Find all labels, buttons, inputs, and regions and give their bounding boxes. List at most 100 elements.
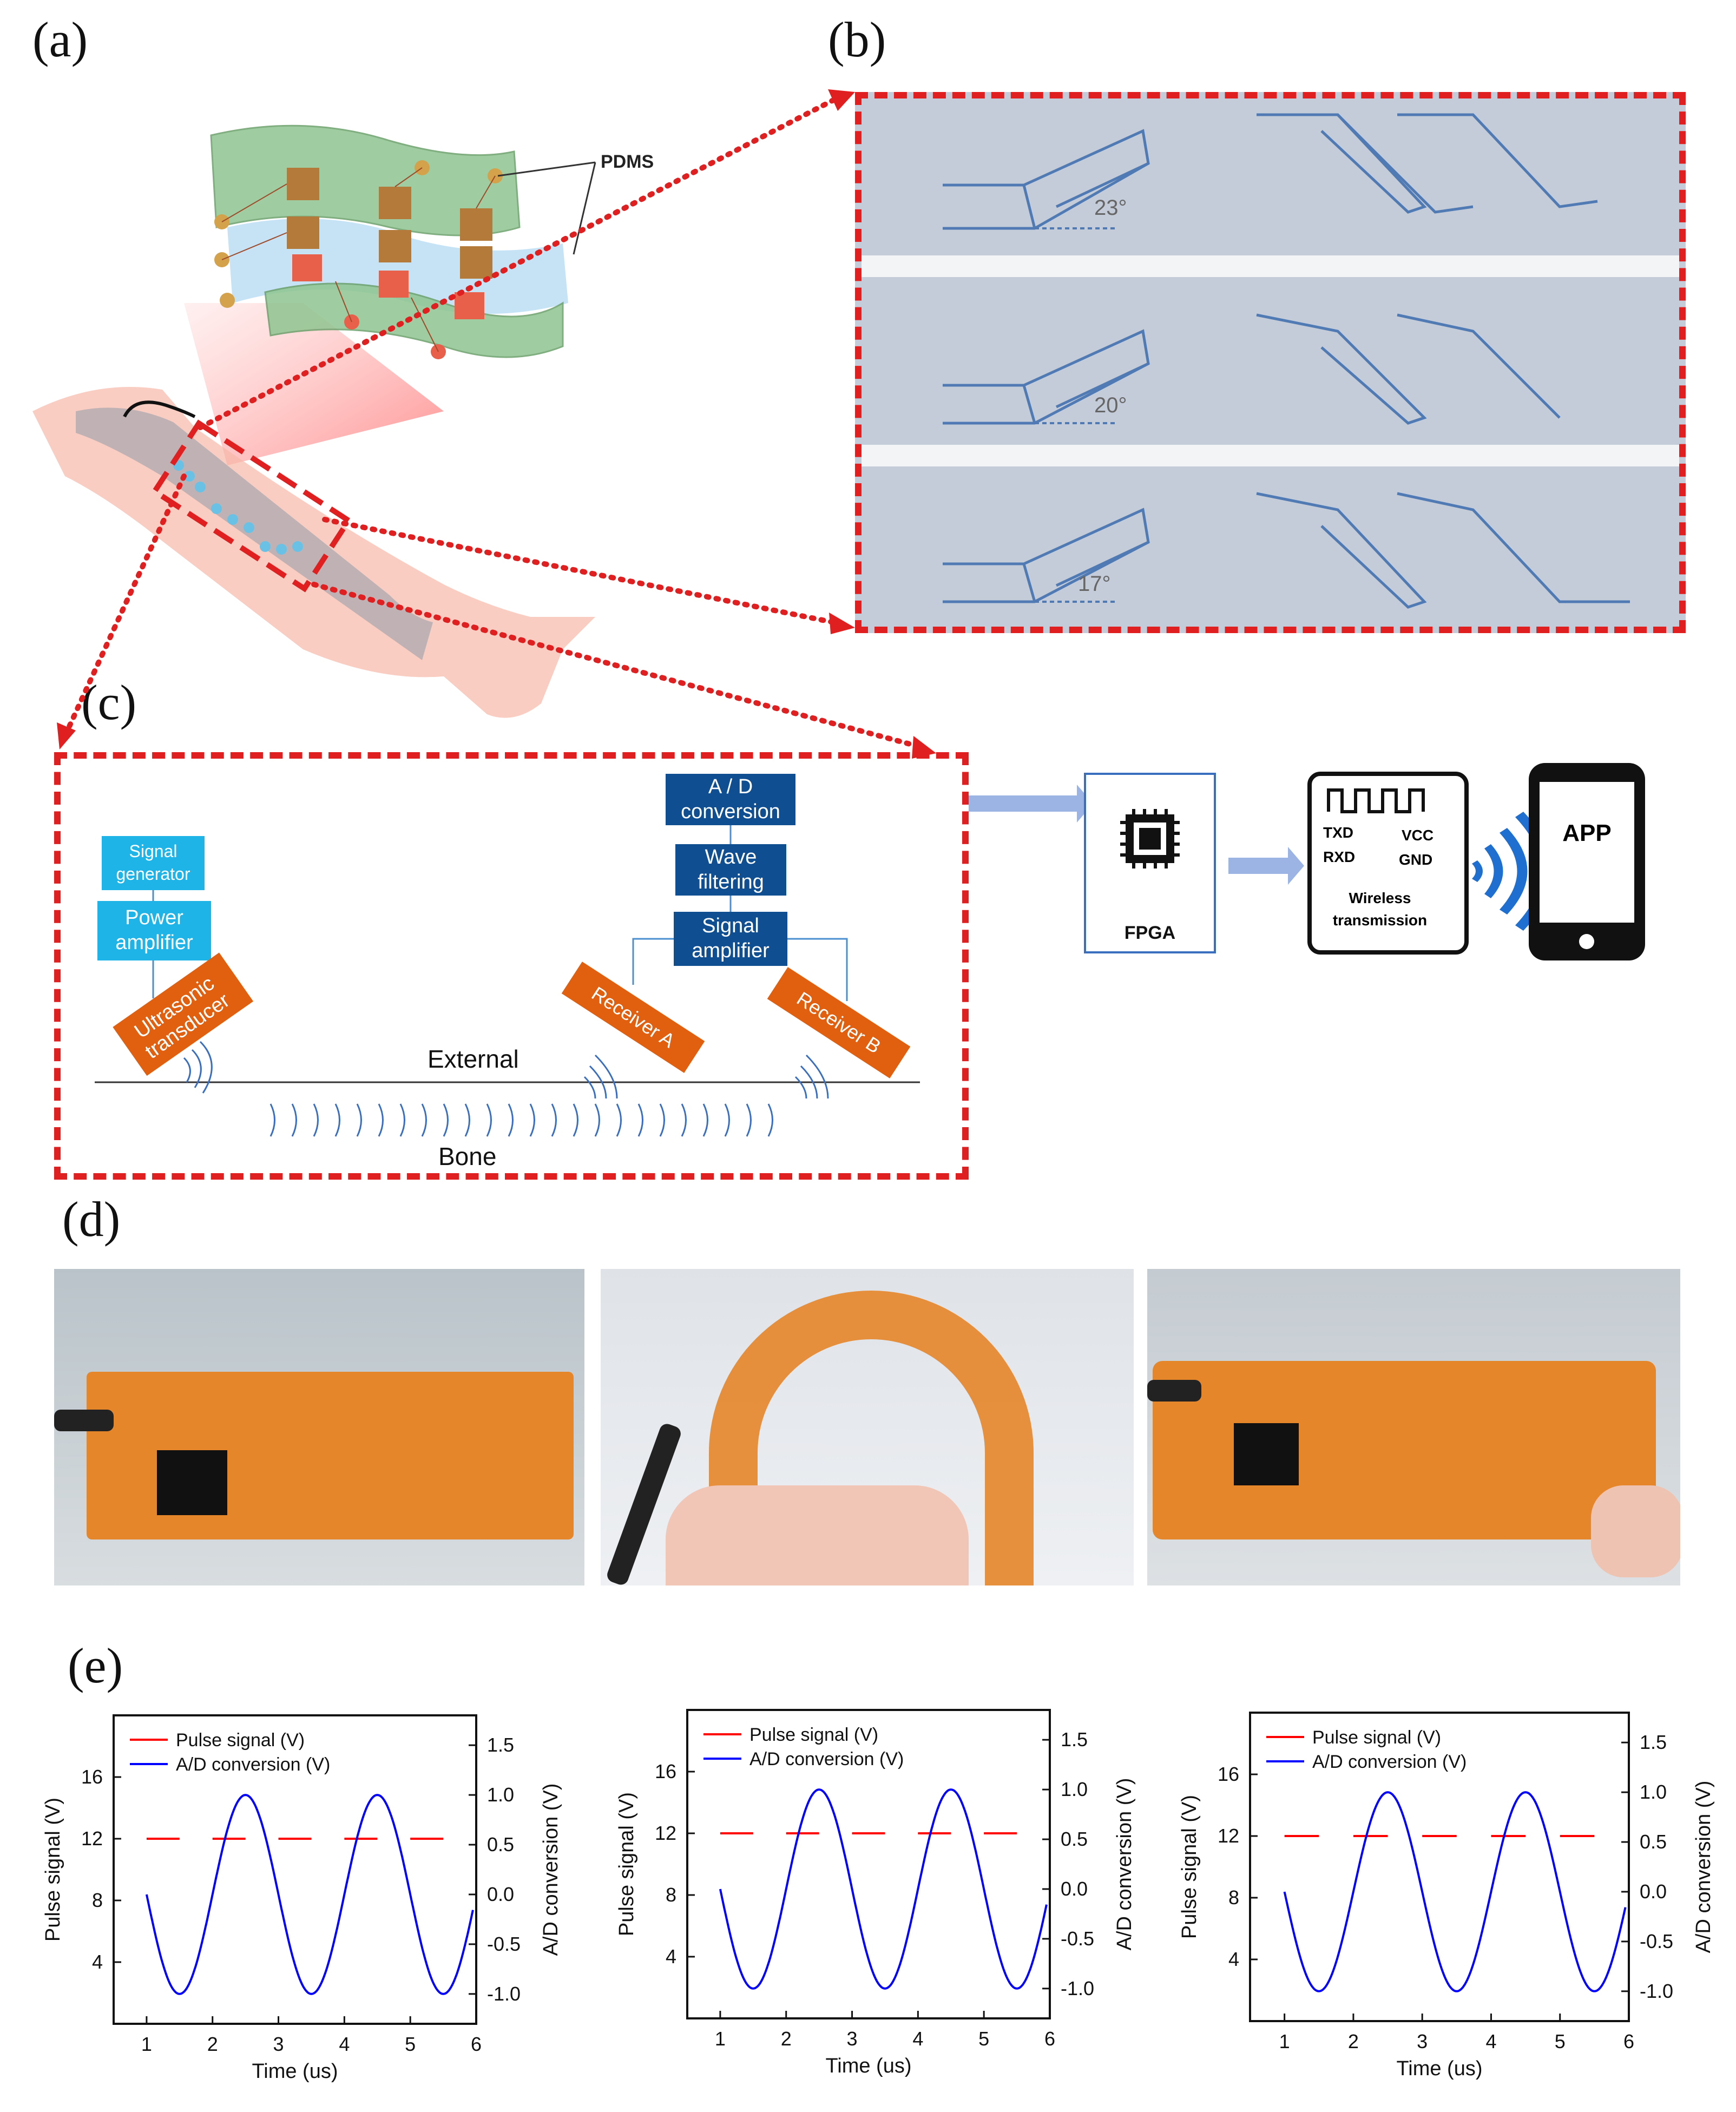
ad-conversion-line [1283,1791,1627,1992]
usb-cable-flat [54,1410,114,1431]
y-tick-label: 4 [1228,1948,1239,1970]
panel-label-b: (b) [828,12,886,67]
signal-amplifier-box [674,912,787,966]
x-tick-label: 4 [339,2033,350,2055]
y2-tick-label: 0.0 [1061,1878,1088,1900]
x-axis-label: Time (us) [252,2060,338,2083]
x-tick-label: 4 [1485,2030,1496,2052]
y-axis-label: Pulse signal (V) [42,1798,64,1942]
traces [221,167,496,352]
photo-bent-board [601,1269,1134,1585]
y2-tick-label: 1.5 [487,1734,514,1756]
y2-tick-label: 0.0 [487,1883,514,1905]
bone-label: Bone [438,1142,497,1170]
y2-tick-label: 0.5 [1061,1828,1088,1850]
photo-flex-board [1147,1269,1680,1585]
arrow-to-fpga [969,785,1093,823]
x-tick-label: 3 [1417,2030,1428,2052]
x-tick-label: 1 [1279,2030,1290,2052]
pdms-pointer-1 [497,161,596,177]
signal-generator-box [102,836,205,890]
arm-highlight-box [150,419,353,593]
highlight-beam [184,303,444,465]
legend-label: A/D conversion (V) [749,1749,904,1769]
receiver-a-box [561,962,705,1073]
wireless-label: Wireless transmission [1332,890,1428,929]
legend-label: A/D conversion (V) [1312,1752,1467,1772]
y2-tick-label: 1.5 [1061,1728,1088,1751]
x-tick-label: 2 [1348,2030,1359,2052]
cable [123,400,196,418]
rxd-label: RXD [1323,848,1356,865]
y-tick-label: 4 [666,1945,676,1968]
panel-label-d: (d) [62,1192,121,1247]
y-tick-label: 8 [666,1884,676,1906]
chip-icon [1120,809,1180,869]
signal-amplifier-label: Signal amplifier [692,914,770,962]
transducer-row-2 [943,313,1561,425]
x-tick-label: 5 [405,2033,416,2055]
x-tick-label: 1 [141,2033,152,2055]
angle-label-1: 23° [1094,196,1127,220]
ultrasonic-transducer-box [113,952,254,1076]
pcb-flex [1153,1361,1656,1539]
y-axis-label: Pulse signal (V) [1178,1795,1201,1939]
x-tick-label: 2 [207,2033,218,2055]
ad-conversion-line [719,1788,1048,1990]
usb-cable-flex [1147,1380,1201,1402]
y2-tick-label: 0.5 [1640,1831,1667,1853]
y2-tick-label: -0.5 [1061,1927,1094,1950]
x-axis-label: Time (us) [825,2055,911,2077]
y2-axis-label: A/D conversion (V) [540,1784,562,1956]
angle-label-3: 17° [1078,572,1111,596]
angle-label-2: 20° [1094,393,1127,417]
chip-flex [1234,1423,1299,1485]
y2-tick-label: 0.0 [1640,1880,1667,1903]
ad-conversion-line [145,1794,474,1995]
transducer-row-3 [943,492,1630,609]
electrode-pads [287,168,492,279]
txd-label: TXD [1323,824,1353,841]
y-tick-label: 16 [655,1760,676,1782]
panel-c-diagram [95,763,1645,1137]
y2-tick-label: 1.0 [1061,1778,1088,1800]
connector-arrows [62,97,923,749]
y-tick-label: 8 [92,1889,103,1911]
x-tick-label: 2 [781,2028,792,2050]
electrode-pads-red [292,254,484,319]
x-tick-label: 3 [273,2033,284,2055]
y2-tick-label: -0.5 [1640,1930,1673,1952]
x-tick-label: 6 [1623,2030,1634,2052]
legend-label: Pulse signal (V) [176,1730,305,1751]
x-tick-label: 5 [1555,2030,1566,2052]
sound-waves [183,1041,829,1099]
chip-flat [157,1450,227,1515]
ad-conversion-box [666,774,795,825]
y2-axis-label: A/D conversion (V) [1113,1778,1136,1951]
y2-tick-label: 1.0 [487,1784,514,1806]
plot-frame [1249,1712,1630,2022]
panel-b-diagram: 23° 20° 17° [862,113,1679,609]
panel-c-box [54,752,969,1180]
x-tick-label: 6 [471,2033,482,2055]
pdms-pointer-2 [573,162,596,255]
plot-frame [686,1709,1051,2019]
pdms-layer-top [210,124,521,236]
arrow-to-wireless [1228,847,1304,885]
y2-tick-label: -0.5 [487,1933,521,1955]
x-tick-label: 3 [847,2028,858,2050]
wave-filtering-label: Wave filtering [698,845,764,893]
ad-conversion-label: A / D conversion [681,775,780,823]
bone-waves [269,1103,773,1137]
vcc-label: VCC [1402,827,1434,844]
receiver-b-box [767,967,911,1078]
plot-frame [113,1714,477,2025]
y2-tick-label: -1.0 [1061,1977,1094,1999]
y-tick-label: 12 [81,1827,103,1850]
power-amplifier-box [97,901,211,960]
